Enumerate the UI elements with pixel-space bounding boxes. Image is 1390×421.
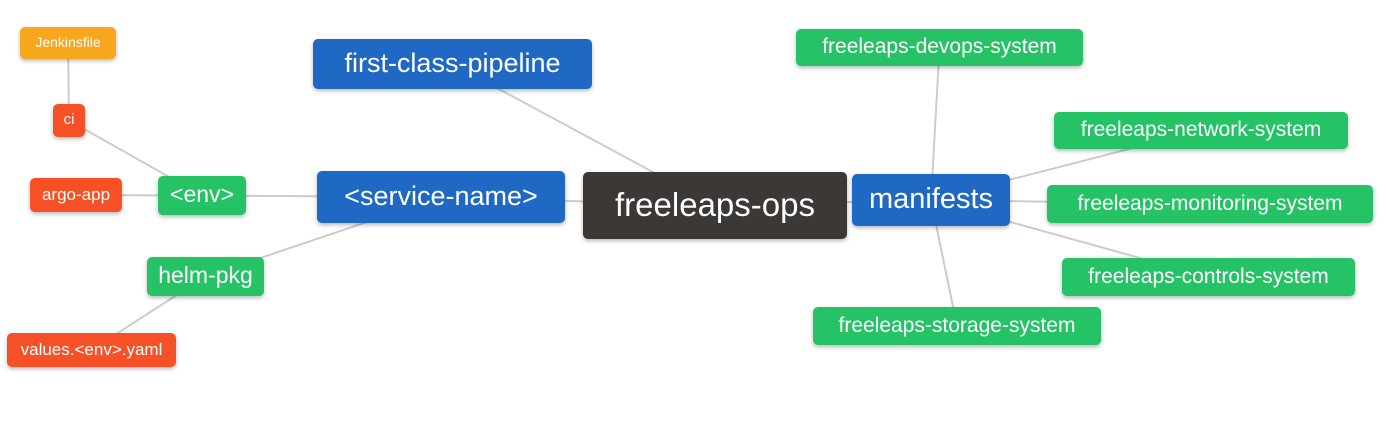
- node-manifests[interactable]: manifests: [852, 174, 1010, 226]
- node-label: helm-pkg: [158, 262, 253, 288]
- node-label: manifests: [868, 182, 994, 215]
- node-label: freeleaps-monitoring-system: [1077, 191, 1343, 215]
- node-service-name[interactable]: <service-name>: [317, 171, 565, 223]
- node-env[interactable]: <env>: [158, 176, 246, 215]
- node-label: Jenkinsfile: [35, 34, 101, 50]
- node-label: freeleaps-network-system: [1080, 118, 1322, 141]
- node-devops-system[interactable]: freeleaps-devops-system: [796, 29, 1083, 66]
- node-label: first-class-pipeline: [344, 47, 561, 78]
- node-freeleaps-ops[interactable]: freeleaps-ops: [583, 172, 847, 239]
- node-label: freeleaps-storage-system: [838, 313, 1076, 337]
- node-jenkinsfile[interactable]: Jenkinsfile: [20, 27, 116, 59]
- node-first-class-pipeline[interactable]: first-class-pipeline: [313, 39, 592, 89]
- node-controls-system[interactable]: freeleaps-controls-system: [1062, 258, 1355, 296]
- node-label: ci: [63, 111, 75, 128]
- node-label: argo-app: [41, 184, 111, 204]
- node-argo-app[interactable]: argo-app: [30, 178, 122, 212]
- node-label: <service-name>: [344, 180, 538, 211]
- node-label: values.<env>.yaml: [20, 339, 163, 359]
- node-label: freeleaps-controls-system: [1088, 264, 1329, 288]
- node-storage-system[interactable]: freeleaps-storage-system: [813, 307, 1101, 345]
- node-label: freeleaps-ops: [615, 186, 815, 223]
- node-ci[interactable]: ci: [53, 104, 85, 137]
- node-label: <env>: [170, 181, 234, 207]
- node-values-env-yaml[interactable]: values.<env>.yaml: [7, 333, 176, 367]
- node-label: freeleaps-devops-system: [822, 35, 1057, 58]
- node-network-system[interactable]: freeleaps-network-system: [1054, 112, 1348, 149]
- node-helm-pkg[interactable]: helm-pkg: [147, 257, 264, 296]
- node-monitoring-system[interactable]: freeleaps-monitoring-system: [1047, 185, 1373, 223]
